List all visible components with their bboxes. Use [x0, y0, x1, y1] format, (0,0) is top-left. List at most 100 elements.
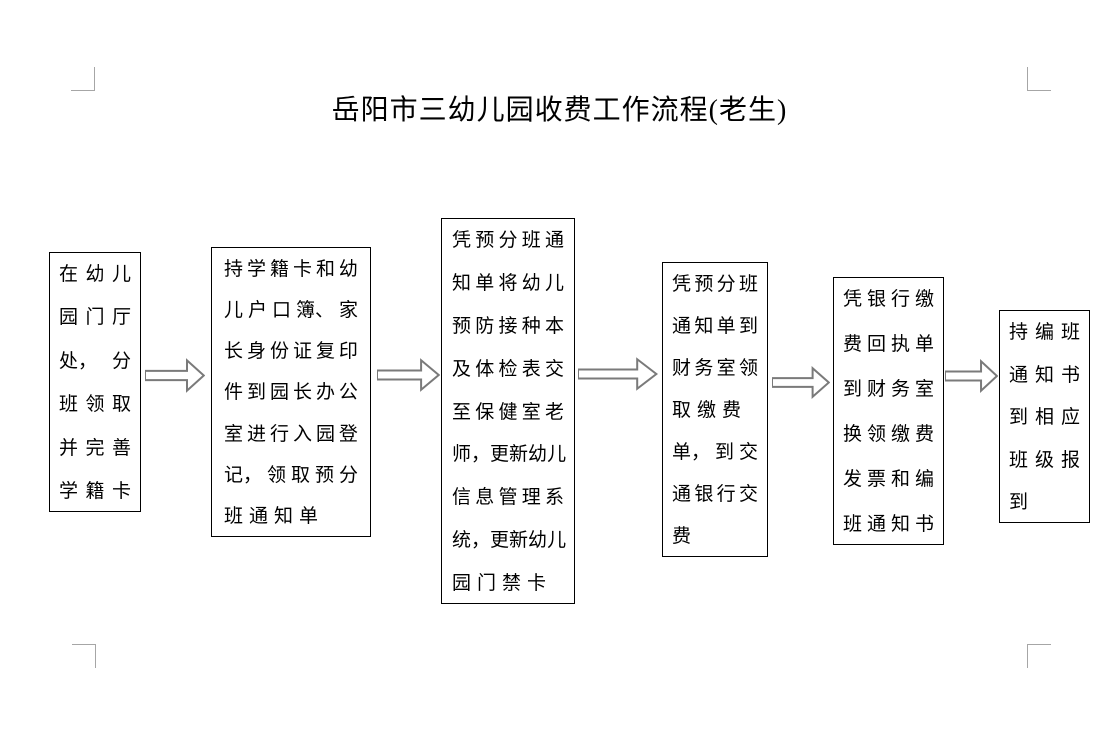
text-char: 门 — [477, 573, 497, 594]
text-char: 簿、 — [295, 300, 334, 322]
text-char: 件 — [224, 382, 244, 404]
text-char: 儿 — [547, 530, 567, 552]
text-char: 卡 — [527, 573, 547, 594]
text-line: 园门禁卡 — [452, 574, 564, 593]
text-char: 证 — [292, 341, 312, 363]
text-char: 儿 — [547, 444, 567, 466]
text-line: 持学籍卡和幼 — [224, 260, 358, 279]
text-char: 单 — [914, 334, 934, 355]
text-char: 班 — [59, 394, 79, 416]
text-char: 缴 — [697, 400, 717, 421]
text-char: 知 — [694, 316, 714, 337]
text-char: 复 — [315, 341, 335, 363]
text-line: 通知单到 — [672, 317, 758, 336]
text-char: 领 — [738, 358, 758, 379]
text-line: 儿户口簿、家 — [224, 301, 358, 320]
flow-step-6: 持编班通知书到相应班级报到 — [999, 310, 1090, 523]
text-char: 室 — [224, 423, 244, 445]
text-char: 幼 — [521, 272, 541, 294]
text-char: 到 — [738, 316, 758, 337]
text-line: 班领取 — [59, 395, 131, 414]
right-arrow-icon — [945, 359, 998, 393]
text-char: 公 — [338, 382, 358, 404]
text-char: 财 — [866, 379, 886, 400]
text-char: 领 — [866, 424, 886, 445]
text-char: 禁 — [502, 573, 522, 594]
text-char: 新 — [509, 530, 529, 552]
text-char: 室 — [716, 358, 736, 379]
text-line: 费 — [672, 527, 758, 546]
text-line: 班通知单 — [224, 507, 358, 526]
text-char: 至 — [452, 401, 472, 423]
text-line: 通知书 — [1009, 366, 1080, 385]
text-char: 银 — [866, 289, 886, 310]
text-line: 取缴费 — [672, 401, 758, 420]
text-char: 健 — [498, 401, 518, 423]
text-char: 身 — [246, 341, 266, 363]
text-char: 学 — [59, 480, 79, 502]
text-char: 分 — [338, 464, 358, 486]
text-char: 票 — [866, 469, 886, 490]
text-line: 统，更新幼儿 — [452, 530, 567, 552]
flow-step-5: 凭银行缴费回执单到财务室换领缴费发票和编班通知书 — [833, 277, 944, 545]
text-char: 幼 — [85, 264, 105, 285]
text-line: 在幼儿 — [59, 265, 131, 284]
text-line: 件到园长办公 — [224, 383, 358, 402]
text-char: 新 — [509, 444, 529, 466]
text-char: 记， — [224, 464, 263, 486]
text-char: 费 — [672, 526, 692, 547]
text-char: 通 — [866, 514, 886, 535]
text-line: 室进行入园登 — [224, 425, 358, 444]
text-char: 书 — [914, 514, 934, 535]
text-char: 书 — [1060, 364, 1080, 386]
text-char: 家 — [338, 300, 358, 322]
text-char: 本 — [544, 315, 564, 337]
text-char: 知 — [274, 505, 294, 527]
text-line: 发票和编 — [843, 470, 934, 489]
text-char: 份 — [269, 341, 289, 363]
text-char: 单 — [299, 505, 319, 527]
text-char: 交 — [738, 442, 758, 463]
text-char: 户 — [247, 300, 267, 322]
text-char: 更 — [490, 444, 510, 466]
text-line: 凭预分班通 — [452, 231, 564, 250]
text-char: 卡 — [111, 480, 131, 502]
text-char: 检 — [498, 358, 518, 380]
text-char: 凭 — [452, 230, 472, 251]
text-char: 门 — [85, 307, 105, 329]
text-char: 预 — [694, 274, 714, 295]
text-char: 厅 — [111, 307, 131, 329]
text-char: 更 — [490, 530, 510, 552]
text-char: 师， — [452, 444, 491, 466]
text-char: 财 — [672, 358, 692, 379]
text-char: 务 — [694, 358, 714, 379]
text-line: 师，更新幼儿 — [452, 444, 567, 466]
text-char: 室 — [521, 401, 541, 423]
text-line: 记，领取预分 — [224, 466, 358, 485]
text-char: 费 — [914, 424, 934, 445]
text-char: 卡 — [292, 259, 312, 280]
text-char: 发 — [843, 469, 863, 490]
text-char: 费 — [722, 400, 742, 421]
text-char: 预 — [314, 464, 334, 486]
margin-mark-top-right — [1027, 67, 1051, 91]
text-char: 缴 — [890, 424, 910, 445]
text-line: 到相应 — [1009, 408, 1080, 427]
text-char: 缴 — [914, 289, 934, 310]
text-char: 知 — [452, 272, 472, 294]
text-char: 表 — [521, 358, 541, 380]
text-char: 行 — [890, 289, 910, 310]
text-line: 至保健室老 — [452, 403, 564, 422]
text-char: 持 — [224, 259, 244, 280]
text-char: 回 — [866, 334, 886, 355]
text-char: 凭 — [843, 289, 863, 310]
text-char: 并 — [59, 437, 79, 459]
text-char: 分 — [716, 274, 736, 295]
text-char: 园 — [315, 423, 335, 445]
text-char: 编 — [1034, 322, 1054, 343]
text-char: 分 — [111, 350, 131, 372]
text-char: 保 — [475, 401, 495, 423]
text-char: 预 — [475, 230, 495, 251]
flow-step-2: 持学籍卡和幼儿户口簿、家长身份证复印件到园长办公室进行入园登记，领取预分班通知单 — [211, 247, 371, 537]
right-arrow-icon — [145, 358, 205, 393]
